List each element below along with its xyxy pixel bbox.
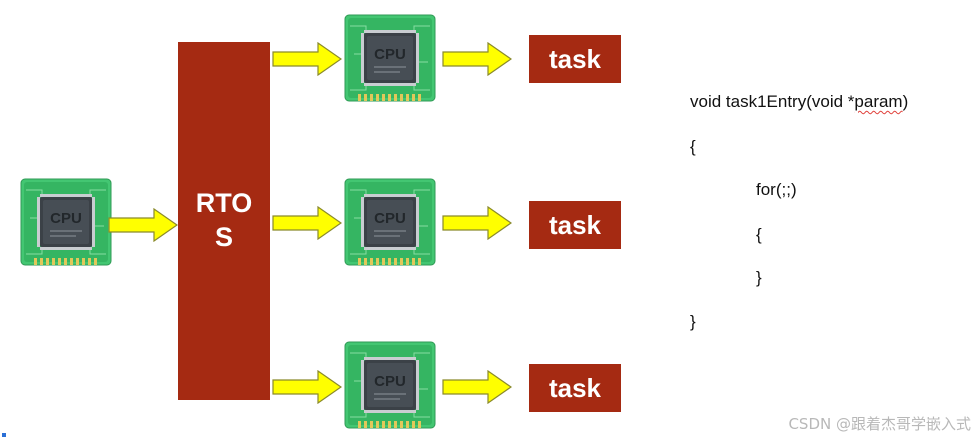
code-for-loop: for(;;)	[756, 180, 797, 199]
cpu-icon	[344, 14, 436, 102]
code-param: param	[854, 92, 903, 111]
arrow-right-icon	[442, 42, 512, 76]
arrow-right-icon	[272, 206, 342, 240]
corner-marker	[2, 433, 6, 437]
code-signature-suffix: )	[902, 92, 909, 111]
task-box: task	[529, 364, 621, 412]
rtos-block	[178, 42, 270, 400]
arrow-right-icon	[272, 370, 342, 404]
code-inner-close-brace: }	[756, 268, 762, 287]
rtos-label: RTO S	[195, 188, 253, 252]
arrow-right-icon	[272, 42, 342, 76]
arrow-right-icon	[108, 208, 178, 242]
task-box: task	[529, 35, 621, 83]
code-line-signature: void task1Entry(void *param)	[690, 92, 908, 112]
task-box: task	[529, 201, 621, 249]
cpu-icon	[20, 178, 112, 266]
code-inner-open-brace: {	[756, 225, 762, 244]
arrow-right-icon	[442, 206, 512, 240]
code-close-brace: }	[690, 312, 696, 331]
code-signature-prefix: void task1Entry(void *	[690, 92, 855, 111]
arrow-right-icon	[442, 370, 512, 404]
cpu-icon	[344, 178, 436, 266]
watermark: CSDN @跟着杰哥学嵌入式	[788, 415, 971, 433]
code-open-brace: {	[690, 137, 696, 156]
cpu-icon	[344, 341, 436, 429]
